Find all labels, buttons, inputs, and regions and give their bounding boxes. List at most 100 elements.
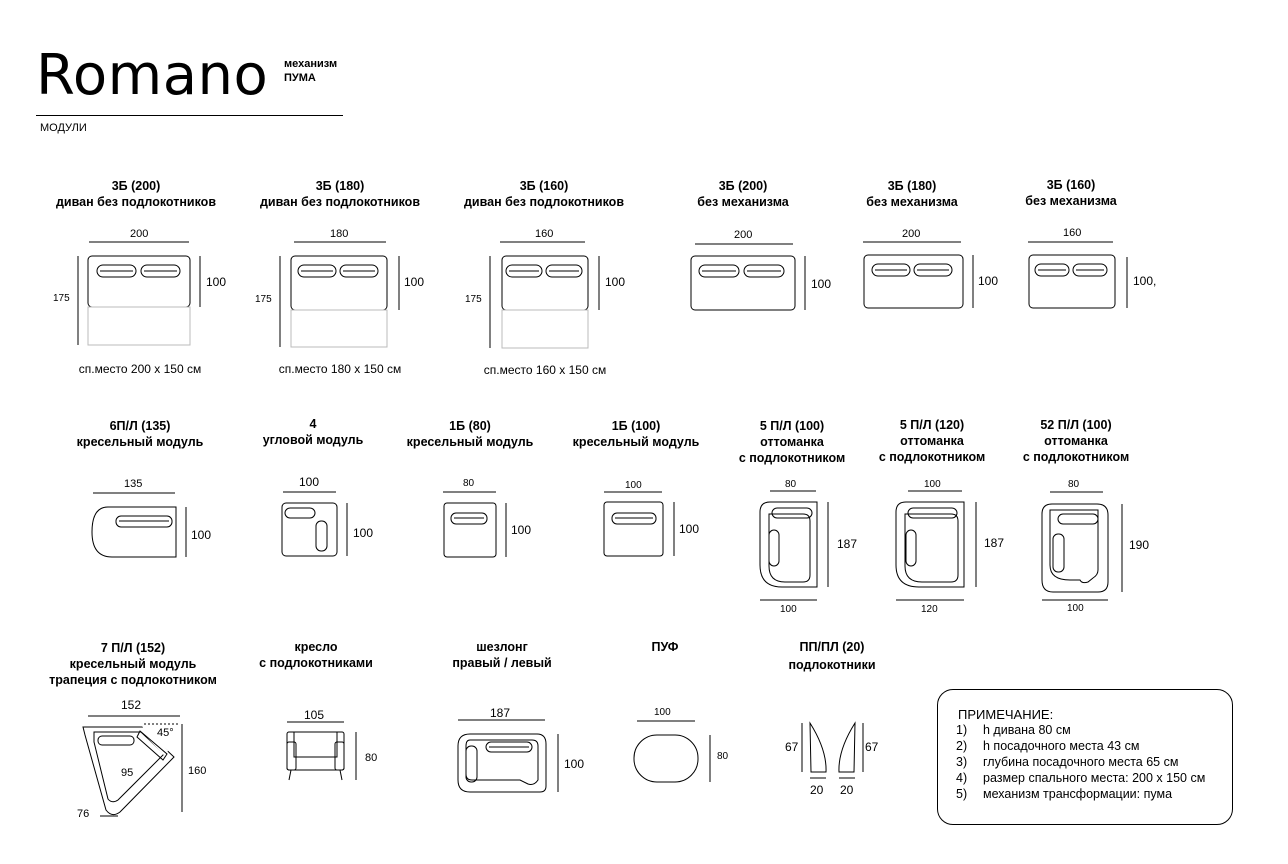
dim-depth: 100, bbox=[1133, 274, 1157, 288]
dim-width: 160 bbox=[535, 228, 554, 240]
module-m4: 3Б (200) без механизма bbox=[697, 178, 788, 210]
module-m7: 6П/Л (135) кресельный модуль bbox=[77, 418, 204, 450]
note-num: 3) bbox=[956, 755, 968, 769]
dim-depth: 100 bbox=[811, 277, 832, 291]
dim-full: 175 bbox=[465, 294, 482, 305]
module-m16-drawing bbox=[457, 719, 559, 793]
dim-top: 80 bbox=[785, 479, 797, 490]
module-m13-drawing bbox=[1041, 491, 1123, 601]
module-m16: шезлонг правый / левый bbox=[452, 639, 551, 671]
module-desc: подлокотники bbox=[788, 658, 876, 672]
brand-title: Romano bbox=[36, 43, 269, 108]
module-m5-drawing bbox=[863, 241, 974, 309]
module-m11: 5 П/Л (100) оттоманка с подлокотником bbox=[739, 418, 845, 466]
dim-length: 190 bbox=[1129, 538, 1150, 552]
dim-bottom: 120 bbox=[921, 604, 938, 615]
module-code: 3Б (160) bbox=[1046, 178, 1096, 192]
module-m9: 1Б (80) кресельный модуль bbox=[407, 418, 534, 450]
dim-width-right: 20 bbox=[840, 783, 854, 797]
note-title: ПРИМЕЧАНИЕ: bbox=[958, 707, 1054, 722]
dim-depth: 100 bbox=[353, 526, 374, 540]
module-m17-drawing bbox=[633, 720, 711, 783]
dim-width: 105 bbox=[304, 708, 325, 722]
dim-top: 80 bbox=[1068, 479, 1080, 490]
dim-width: 200 bbox=[130, 228, 149, 240]
module-desc: с подлокотниками bbox=[259, 656, 373, 670]
section-label: МОДУЛИ bbox=[40, 122, 87, 134]
module-code: ПП/ПЛ (20) bbox=[799, 640, 865, 654]
module-desc: кресельный модуль bbox=[69, 657, 197, 671]
dim-full: 175 bbox=[53, 293, 70, 304]
module-m8: 4 угловой модуль bbox=[263, 416, 364, 448]
dim-length: 187 bbox=[837, 537, 858, 551]
module-m4-drawing bbox=[690, 243, 806, 311]
dim-width: 187 bbox=[490, 706, 511, 720]
module-m13: 52 П/Л (100) оттоманка с подлокотником bbox=[1023, 417, 1129, 465]
mechanism-value: ПУМА bbox=[284, 72, 316, 84]
module-m1: 3Б (200) диван без подлокотников bbox=[56, 178, 216, 210]
note-text: размер спального места: 200 х 150 см bbox=[983, 771, 1206, 785]
dim-width: 100 bbox=[625, 480, 642, 491]
module-desc: без механизма bbox=[1025, 194, 1117, 208]
module-code: 7 П/Л (152) bbox=[100, 641, 166, 655]
module-m15: кресло с подлокотниками bbox=[259, 639, 373, 671]
dim-depth: 80 bbox=[365, 752, 378, 764]
dim-height-left: 67 bbox=[785, 740, 799, 754]
module-desc: кресельный модуль bbox=[572, 435, 700, 449]
module-desc: оттоманка bbox=[900, 434, 964, 448]
module-code: 6П/Л (135) bbox=[109, 419, 171, 433]
dim-width: 80 bbox=[463, 478, 475, 489]
module-desc: без механизма bbox=[866, 195, 958, 209]
dim-depth: 100 bbox=[978, 274, 999, 288]
note-text: h посадочного места 43 см bbox=[983, 739, 1140, 753]
module-m11-drawing bbox=[759, 490, 829, 601]
module-m6: 3Б (160) без механизма bbox=[1025, 177, 1116, 209]
module-code: 3Б (180) bbox=[887, 179, 937, 193]
module-code: 1Б (80) bbox=[449, 419, 491, 433]
module-m18: ПП/ПЛ (20) подлокотники bbox=[788, 639, 875, 673]
module-code: 3Б (160) bbox=[519, 179, 569, 193]
module-code: 1Б (100) bbox=[611, 419, 661, 433]
dim-depth: 80 bbox=[717, 751, 729, 762]
dim-width: 200 bbox=[734, 229, 753, 241]
module-m2-drawing bbox=[279, 241, 400, 348]
module-m5: 3Б (180) без механизма bbox=[866, 178, 957, 210]
dim-top: 100 bbox=[924, 479, 941, 490]
module-m7-drawing bbox=[91, 492, 187, 558]
module-m8-drawing bbox=[281, 491, 348, 557]
module-desc: оттоманка bbox=[760, 435, 824, 449]
note-text: глубина посадочного места 65 см bbox=[983, 755, 1179, 769]
module-desc: диван без подлокотников bbox=[55, 195, 217, 209]
module-m10: 1Б (100) кресельный модуль bbox=[573, 418, 700, 450]
module-desc: без механизма bbox=[697, 195, 789, 209]
dim-bottom: 100 bbox=[1067, 603, 1084, 614]
dim-width: 160 bbox=[1063, 227, 1082, 239]
dim-depth: 100 bbox=[191, 528, 212, 542]
module-code: 3Б (180) bbox=[315, 179, 365, 193]
module-code: шезлонг bbox=[476, 640, 528, 654]
module-m15-drawing bbox=[286, 721, 357, 781]
module-desc: с подлокотником bbox=[1022, 450, 1130, 464]
module-code: 5 П/Л (100) bbox=[759, 419, 825, 433]
module-m10-drawing bbox=[603, 491, 675, 557]
dim-width: 100 bbox=[299, 475, 320, 489]
sleep-size: сп.место 180 х 150 см bbox=[278, 362, 402, 376]
module-m3: 3Б (160) диван без подлокотников bbox=[464, 178, 624, 210]
dim-inner: 95 bbox=[121, 767, 134, 779]
dim-width-left: 20 bbox=[810, 783, 824, 797]
module-desc: угловой модуль bbox=[262, 433, 364, 447]
dim-width: 200 bbox=[902, 228, 921, 240]
module-desc: трапеция с подлокотником bbox=[49, 673, 217, 687]
note-num: 2) bbox=[956, 739, 968, 753]
module-desc: оттоманка bbox=[1044, 434, 1108, 448]
module-desc: правый / левый bbox=[452, 656, 552, 670]
module-m14-drawing bbox=[82, 715, 183, 817]
module-desc: кресельный модуль bbox=[76, 435, 204, 449]
module-m6-drawing bbox=[1028, 241, 1128, 309]
module-desc: с подлокотником bbox=[738, 451, 846, 465]
module-code: 52 П/Л (100) bbox=[1040, 418, 1112, 432]
dim-width: 180 bbox=[330, 228, 349, 240]
dim-depth: 100 bbox=[206, 275, 227, 289]
dim-angle: 45° bbox=[157, 727, 174, 739]
module-m12: 5 П/Л (120) оттоманка с подлокотником bbox=[879, 417, 985, 465]
